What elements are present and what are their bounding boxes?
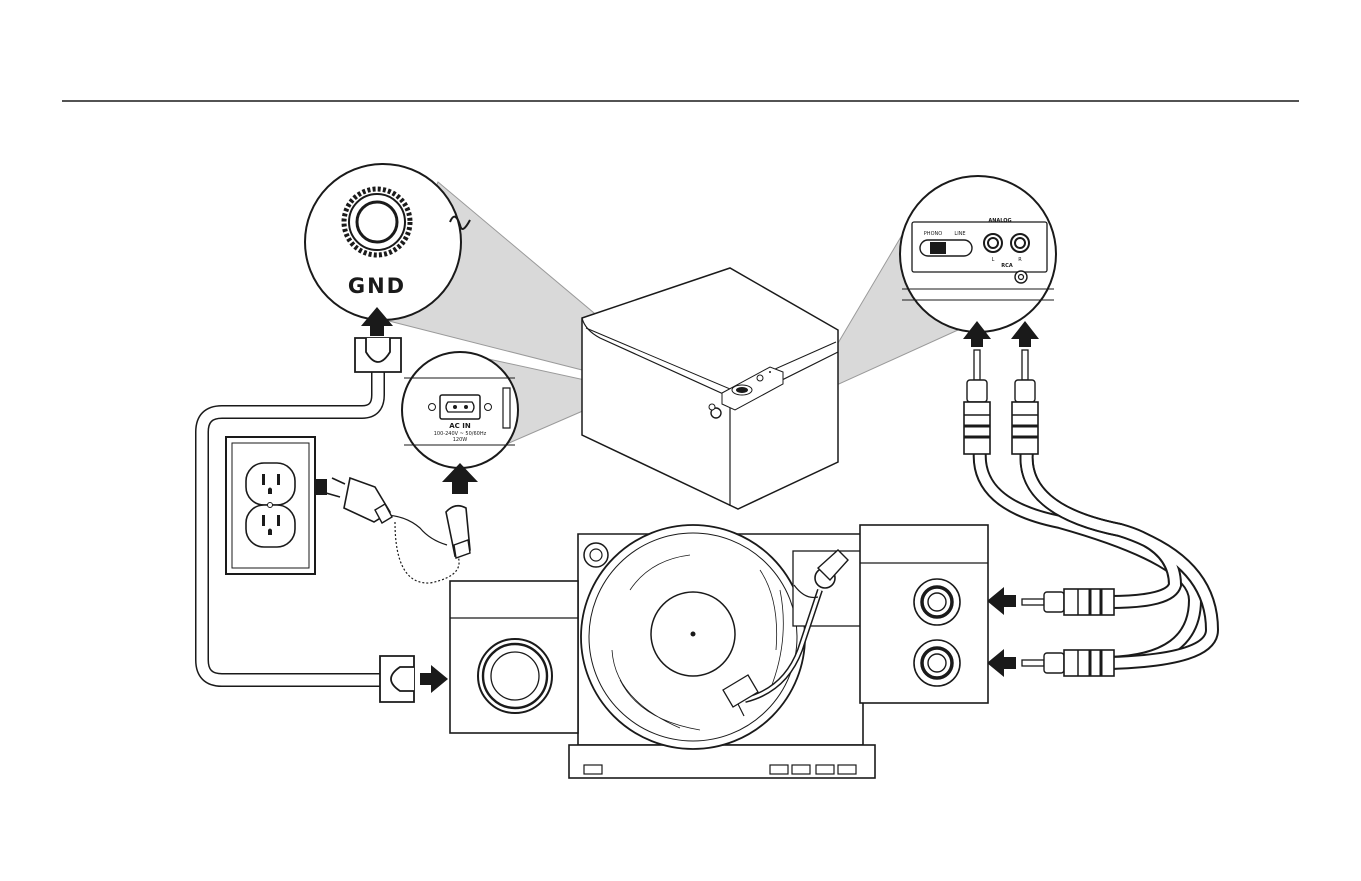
line-label: LINE: [954, 231, 965, 237]
rca-plug-left-speaker: [964, 350, 990, 454]
rca-plug-bottom-turntable: [1022, 650, 1114, 676]
power-outlet-icon: [226, 437, 315, 574]
turntable-ground-post: [478, 639, 552, 713]
analog-label: ANALOG: [988, 218, 1011, 224]
rca-jack-left: [984, 234, 1002, 252]
arrow-icon: [1011, 321, 1039, 347]
phono-label: PHONO: [924, 231, 942, 237]
turntable-ground-panel: [450, 581, 578, 733]
arrow-icon: [987, 649, 1016, 677]
speaker-unit: [582, 268, 838, 509]
rca-cables: [964, 350, 1212, 676]
analog-zoom-circle: ANALOG PHONO LINE L R RCA: [900, 176, 1056, 332]
ac-in-label: AC IN: [449, 422, 471, 430]
gnd-label: GND: [348, 274, 406, 298]
acin-zoom-circle: AC IN 100-240V ~ 50/60Hz 120W: [402, 352, 518, 468]
rca-right-label: R: [1018, 257, 1022, 263]
ac-in-spec-line-2: 120W: [453, 437, 468, 443]
gnd-knurled-knob: [344, 189, 410, 255]
rca-jack-right: [1011, 234, 1029, 252]
rca-plug-top-turntable: [1022, 589, 1114, 615]
turntable: [569, 525, 875, 778]
arrow-icon: [987, 587, 1016, 615]
rca-label: RCA: [1001, 263, 1013, 269]
rca-left-label: L: [992, 257, 995, 263]
arrow-icon: [420, 665, 448, 693]
power-cord: [326, 478, 470, 583]
arrow-icon: [442, 463, 478, 494]
rca-plug-right-speaker: [1012, 350, 1038, 454]
turntable-rca-panel: [860, 525, 988, 703]
